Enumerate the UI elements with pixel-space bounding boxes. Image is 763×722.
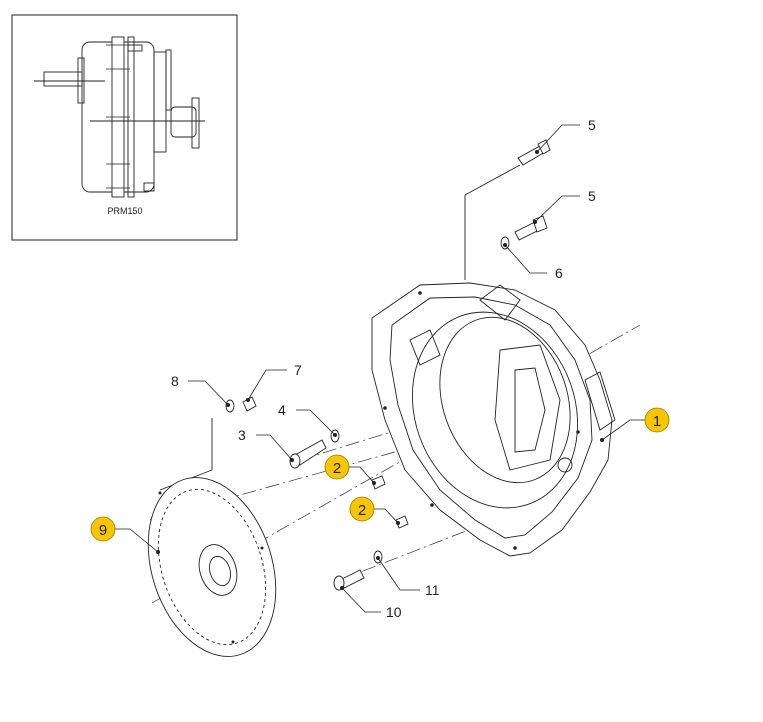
callout-3: 3 (238, 427, 246, 443)
callout-2a: 2 (324, 454, 350, 480)
leader-lines (115, 124, 645, 613)
svg-text:9: 9 (99, 522, 107, 539)
callout-8: 8 (171, 373, 179, 389)
bolt-10 (333, 569, 365, 591)
flywheel-plate (147, 477, 277, 657)
inset-model-label: PRM150 (107, 206, 142, 216)
callout-11: 11 (425, 582, 440, 598)
dowel-2a (371, 475, 386, 490)
dowel-2b (395, 515, 409, 529)
callout-5-lower: 5 (588, 188, 596, 204)
callout-6: 6 (555, 265, 563, 281)
callout-2b: 2 (349, 496, 375, 522)
inset-gearbox-drawing (34, 36, 205, 198)
callout-5-top: 5 (588, 117, 596, 133)
svg-text:1: 1 (653, 413, 661, 430)
callout-10: 10 (386, 604, 402, 620)
bell-housing (371, 282, 616, 557)
callout-4: 4 (278, 402, 286, 418)
bolt-3 (289, 439, 327, 469)
fasteners (225, 139, 551, 591)
inset-panel: PRM150 (11, 14, 238, 241)
svg-text:2: 2 (333, 460, 341, 477)
callout-9: 9 (90, 516, 116, 542)
callout-1: 1 (644, 407, 670, 433)
callout-7: 7 (294, 362, 302, 378)
svg-text:2: 2 (358, 502, 366, 519)
bolt-5-lower (514, 215, 548, 241)
bolt-5-top (517, 139, 551, 166)
